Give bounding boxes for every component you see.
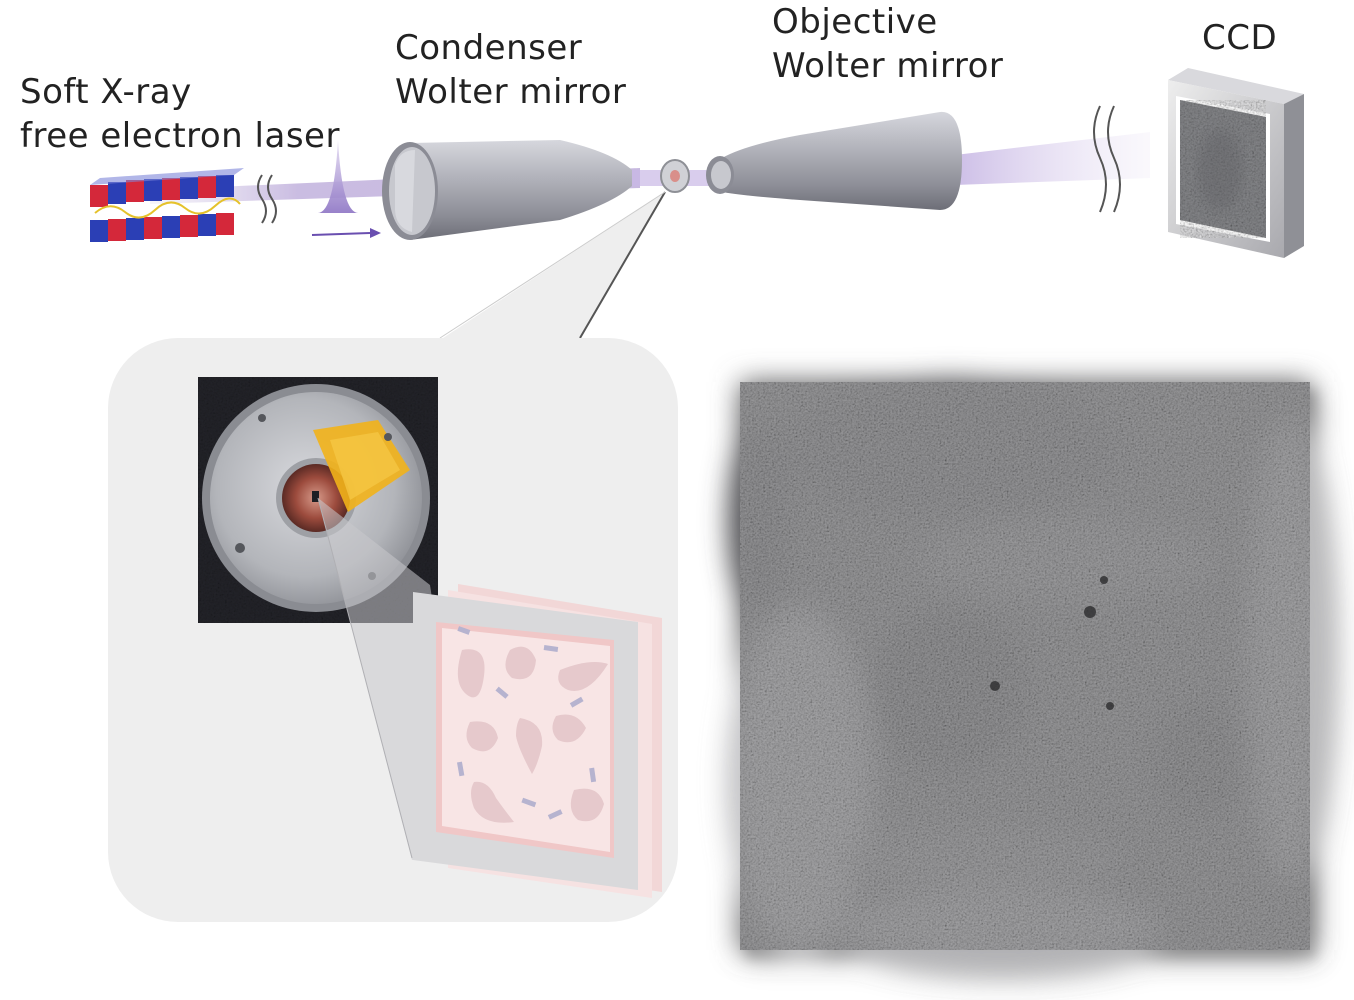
ccd-label: CCD	[1202, 16, 1277, 60]
condenser-label: Condenser Wolter mirror	[395, 26, 626, 114]
objective-label-line1: Objective	[772, 2, 938, 42]
ccd-label-text: CCD	[1202, 18, 1278, 58]
break-mark-icon	[257, 174, 277, 224]
xray-pulse-icon	[311, 140, 381, 238]
condenser-mirror-icon	[382, 140, 632, 240]
sample-grid-illustration	[413, 584, 662, 898]
condenser-label-line1: Condenser	[395, 28, 583, 68]
condenser-label-line2: Wolter mirror	[395, 72, 627, 112]
objective-mirror-icon	[706, 111, 962, 210]
fel-label-line1: Soft X-ray	[20, 72, 192, 112]
fel-label: Soft X-ray free electron laser	[20, 70, 340, 158]
fel-label-line2: free electron laser	[20, 116, 340, 156]
break-mark-icon	[1093, 105, 1121, 213]
xray-micrograph-image	[730, 380, 1330, 970]
objective-label-line2: Wolter mirror	[772, 46, 1004, 86]
ccd-detector-icon	[1168, 68, 1304, 258]
sample-holder-small-icon	[660, 159, 690, 193]
objective-label: Objective Wolter mirror	[772, 0, 1003, 88]
xray-beam-out	[955, 132, 1150, 185]
undulator-icon	[90, 168, 244, 242]
